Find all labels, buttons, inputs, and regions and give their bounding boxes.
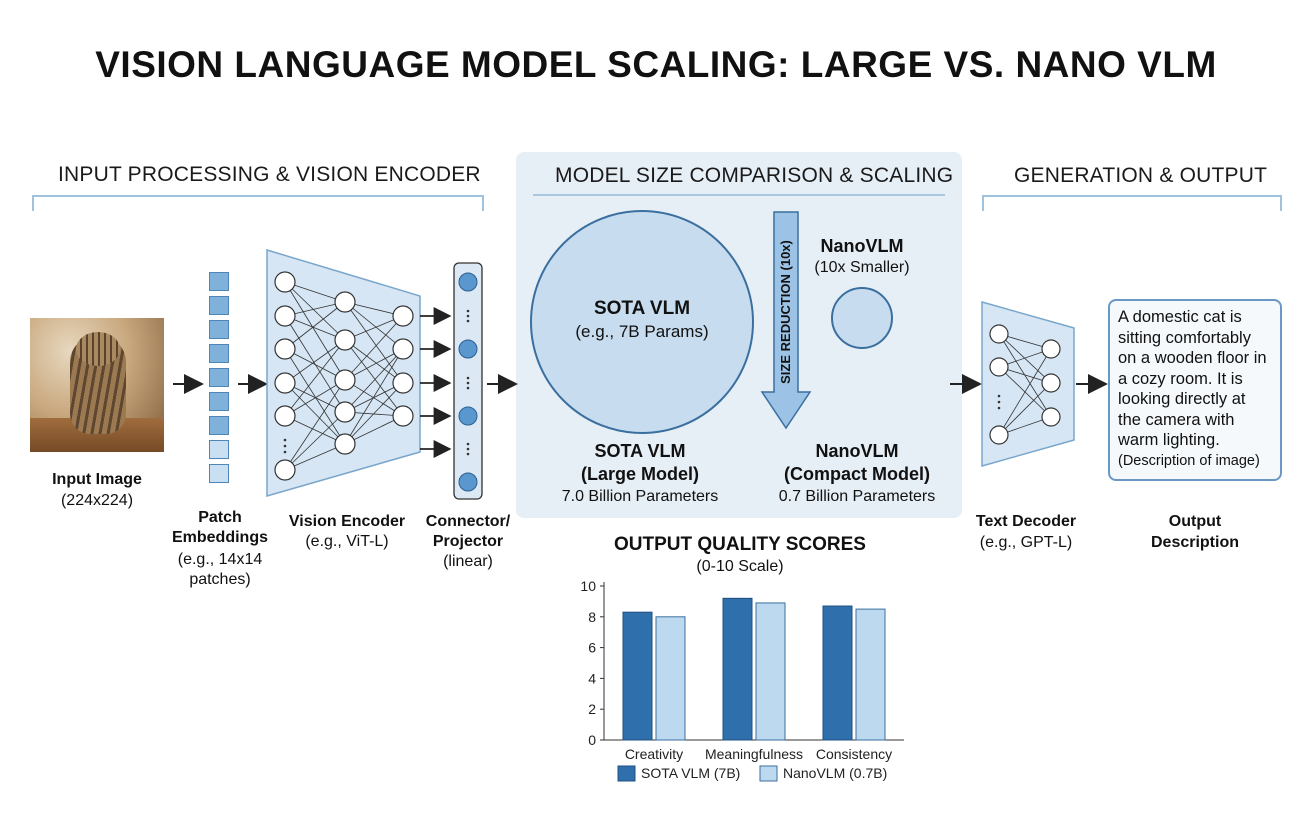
patch-cell [209,464,229,483]
vision-encoder-block [266,248,421,497]
y-tick-label: 2 [588,701,596,717]
connector-block [453,262,483,500]
y-tick-label: 4 [588,670,596,686]
chart-title: OUTPUT QUALITY SCORES [614,534,866,555]
output-text-line: warm lighting. [1118,431,1220,449]
sota-circle-name: SOTA VLM [593,298,691,319]
patch-cell [209,440,229,459]
section-title-output: GENERATION & OUTPUT [1014,164,1268,187]
legend-swatch [759,765,778,782]
size-reduction-arrow [760,211,812,430]
sota-name: SOTA VLM [594,441,686,461]
patch-cell [209,416,229,435]
bar-nano [755,602,786,741]
patch-cell [209,320,229,339]
patch-detail-1: (e.g., 14x14 [177,551,263,568]
output-label-2: Description [1150,534,1239,551]
nano-top-detail: (10x Smaller) [814,259,910,276]
output-text-line: on a wooden floor in [1118,349,1267,367]
y-tick-label: 10 [580,578,596,594]
legend-label: SOTA VLM (7B) [641,765,740,781]
sota-kind: (Large Model) [580,464,699,484]
section-title-comparison: MODEL SIZE COMPARISON & SCALING [555,164,954,187]
y-tick-label: 6 [588,640,596,656]
output-text-line: a cozy room. It is [1118,369,1243,388]
connector-label-1: Connector/ [425,513,511,530]
patch-cell [209,368,229,387]
chart-subtitle: (0-10 Scale) [696,558,784,575]
connector-detail: (linear) [443,553,493,570]
bar-nano [655,616,686,741]
nano-size-circle [831,287,893,349]
bar-sota [822,605,853,741]
patch-cell [209,392,229,411]
output-note: (Description of image) [1118,452,1260,469]
input-cat-image [30,318,164,452]
size-reduction-label: SIZE REDUCTION (10x) [778,240,793,384]
section-bracket-input [32,195,484,211]
patch-embeddings-stack [209,272,231,488]
output-text-line: looking directly at [1118,390,1246,408]
cat-head [76,332,120,366]
output-text-line: sitting comfortably [1118,328,1251,347]
patch-cell [209,272,229,291]
sota-params: 7.0 Billion Parameters [561,488,719,505]
legend-swatch [617,765,636,782]
y-tick-label: 0 [588,732,596,748]
output-description-box: A domestic cat is sitting comfortably on… [1108,299,1282,481]
y-tick-label: 8 [588,609,596,625]
x-category-label: Consistency [816,746,892,762]
connector-label-2: Projector [432,533,504,550]
patch-detail-2: patches) [189,571,251,588]
section-bracket-output [982,195,1282,211]
bar-nano [855,608,886,741]
output-text-line: the camera with [1118,410,1235,429]
nano-top-name: NanoVLM [820,236,904,256]
decoder-label: Text Decoder [975,513,1077,530]
section-divider-comparison [533,194,945,196]
patch-cell [209,296,229,315]
bar-sota [722,597,753,741]
bar-sota [622,611,653,741]
input-image-label: Input Image [52,471,142,488]
nano-params: 0.7 Billion Parameters [778,488,936,505]
nano-name: NanoVLM [815,441,899,461]
sota-circle-params: (e.g., 7B Params) [575,322,709,341]
x-category-label: Creativity [625,746,683,762]
x-category-label: Meaningfulness [705,746,803,762]
output-text-line: A domestic cat is [1118,308,1242,326]
page-title: VISION LANGUAGE MODEL SCALING: LARGE VS.… [95,44,1217,85]
section-title-input: INPUT PROCESSING & VISION ENCODER [58,163,481,186]
sota-size-circle [530,210,754,434]
encoder-label: Vision Encoder [288,513,406,530]
nano-kind: (Compact Model) [784,464,930,484]
input-image-size: (224x224) [60,492,134,509]
output-label-1: Output [1168,513,1222,530]
patch-cell [209,344,229,363]
patch-label: Patch Embeddings [171,509,268,546]
decoder-detail: (e.g., GPT-L) [979,534,1073,551]
text-decoder-block [981,301,1075,467]
encoder-detail: (e.g., ViT-L) [305,533,389,550]
legend-label: NanoVLM (0.7B) [783,765,887,781]
